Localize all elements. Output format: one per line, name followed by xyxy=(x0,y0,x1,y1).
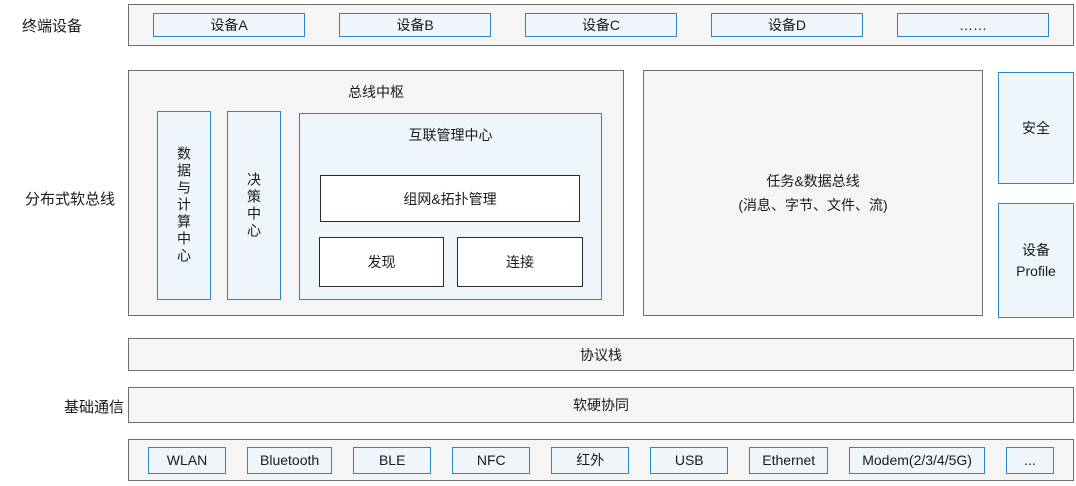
protocol-box: BLE xyxy=(353,446,432,474)
device-box: 设备C xyxy=(525,13,677,37)
device-box: 设备A xyxy=(153,13,305,37)
security-box: 安全 xyxy=(998,72,1074,184)
connection-box: 连接 xyxy=(457,237,583,287)
protocol-box: 红外 xyxy=(551,446,630,474)
protocol-box: ... xyxy=(1005,446,1054,474)
discovery-box: 发现 xyxy=(319,237,444,287)
device-box: …… xyxy=(897,13,1049,37)
device-profile-box: 设备 Profile xyxy=(998,203,1074,318)
interconnect-mgmt-center-box: 互联管理中心 组网&拓扑管理 发现 连接 xyxy=(299,113,602,300)
networking-topology-box: 组网&拓扑管理 xyxy=(320,175,580,222)
data-compute-center-box: 数据与计算中心 xyxy=(157,111,211,300)
protocols-container: WLAN Bluetooth BLE NFC 红外 USB Ethernet Modem(2/… xyxy=(128,439,1074,481)
terminal-devices-container: 设备A 设备B 设备C 设备D …… xyxy=(128,4,1074,46)
label-basic-communication: 基础通信 xyxy=(64,399,125,416)
decision-center-box: 决策中心 xyxy=(227,111,281,300)
decision-center-label: 决策中心 xyxy=(246,171,262,240)
bus-hub-title: 总线中枢 xyxy=(348,84,404,100)
data-compute-center-label: 数据与计算中心 xyxy=(176,146,192,265)
device-box: 设备B xyxy=(339,13,491,37)
bus-hub-container: 总线中枢 数据与计算中心 决策中心 互联管理中心 组网&拓扑管理 发现 连接 xyxy=(128,70,624,316)
protocol-stack-bar: 协议栈 xyxy=(128,338,1074,371)
task-data-bus-line2: (消息、字节、文件、流) xyxy=(738,197,888,213)
hw-sw-collaboration-bar: 软硬协同 xyxy=(128,387,1074,423)
protocol-box: WLAN xyxy=(148,446,226,474)
device-box: 设备D xyxy=(711,13,863,37)
device-profile-line2: Profile xyxy=(1016,262,1056,279)
task-data-bus-box: 任务&数据总线 (消息、字节、文件、流) xyxy=(643,70,983,316)
protocol-box: USB xyxy=(650,446,729,474)
protocol-box: Bluetooth xyxy=(247,446,333,474)
protocol-box: NFC xyxy=(452,446,531,474)
device-profile-line1: 设备 xyxy=(1022,241,1050,258)
protocol-box: Ethernet xyxy=(749,446,829,474)
label-terminal-devices: 终端设备 xyxy=(22,18,83,35)
protocol-box: Modem(2/3/4/5G) xyxy=(849,446,985,474)
interconnect-mgmt-center-title: 互联管理中心 xyxy=(408,127,493,143)
task-data-bus-line1: 任务&数据总线 xyxy=(766,172,860,189)
label-distributed-softbus: 分布式软总线 xyxy=(25,191,116,208)
